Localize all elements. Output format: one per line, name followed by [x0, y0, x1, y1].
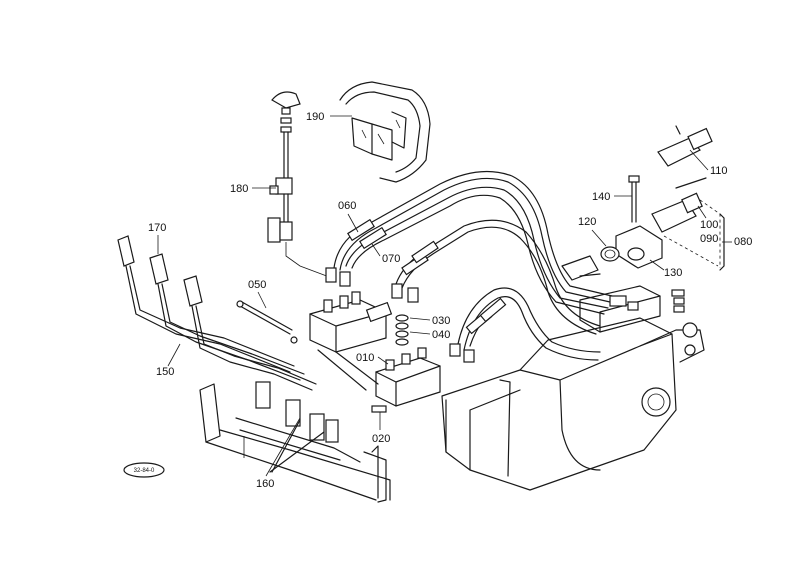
- leader-050: [257, 291, 267, 309]
- fender-panel: [339, 81, 431, 183]
- callout-050: 050: [248, 279, 266, 291]
- o-rings: [395, 314, 409, 346]
- linkage-bracket: [199, 381, 391, 503]
- callout-110: 110: [710, 165, 728, 177]
- control-valve-block: [309, 291, 441, 413]
- leader-lines: [157, 115, 732, 477]
- callout-070: 070: [382, 253, 400, 265]
- quick-couplers: [561, 125, 725, 281]
- transmission-housing: [441, 285, 705, 491]
- callout-100: 100: [700, 219, 718, 231]
- diagram-stamp-code: 32-84-0: [134, 468, 155, 474]
- callout-090: 090: [700, 233, 718, 245]
- leader-120: [591, 229, 607, 247]
- callout-120: 120: [578, 216, 596, 228]
- callout-180: 180: [230, 183, 248, 195]
- leader-070: [371, 243, 381, 257]
- callout-080: 080: [734, 236, 752, 248]
- callout-140: 140: [592, 191, 610, 203]
- diagram-stamp: 32-84-0: [123, 462, 165, 478]
- callout-030: 030: [432, 315, 450, 327]
- hand-levers: [117, 235, 317, 391]
- callout-150: 150: [156, 366, 174, 378]
- leader-110: [689, 149, 709, 171]
- leader-150: [167, 343, 181, 367]
- callout-labels: 190 110 180 140 060 100 120 170 090 080 070 130 050 0…: [148, 111, 752, 490]
- leader-100: [697, 205, 707, 219]
- callout-040: 040: [432, 329, 450, 341]
- leader-060: [347, 213, 359, 233]
- callout-060: 060: [338, 200, 356, 212]
- leader-160: [265, 417, 301, 477]
- lever-rod-assembly: [267, 91, 333, 279]
- bolt-050: [236, 300, 298, 344]
- leader-130: [649, 259, 665, 271]
- leader-040: [409, 331, 431, 335]
- hose-fittings: [325, 267, 475, 363]
- callout-130: 130: [664, 267, 682, 279]
- callout-160: 160: [256, 478, 274, 490]
- callout-170: 170: [148, 222, 166, 234]
- callout-190: 190: [306, 111, 324, 123]
- callout-020: 020: [372, 433, 390, 445]
- leader-010: [377, 356, 389, 365]
- leader-030: [409, 317, 431, 321]
- callout-010: 010: [356, 352, 374, 364]
